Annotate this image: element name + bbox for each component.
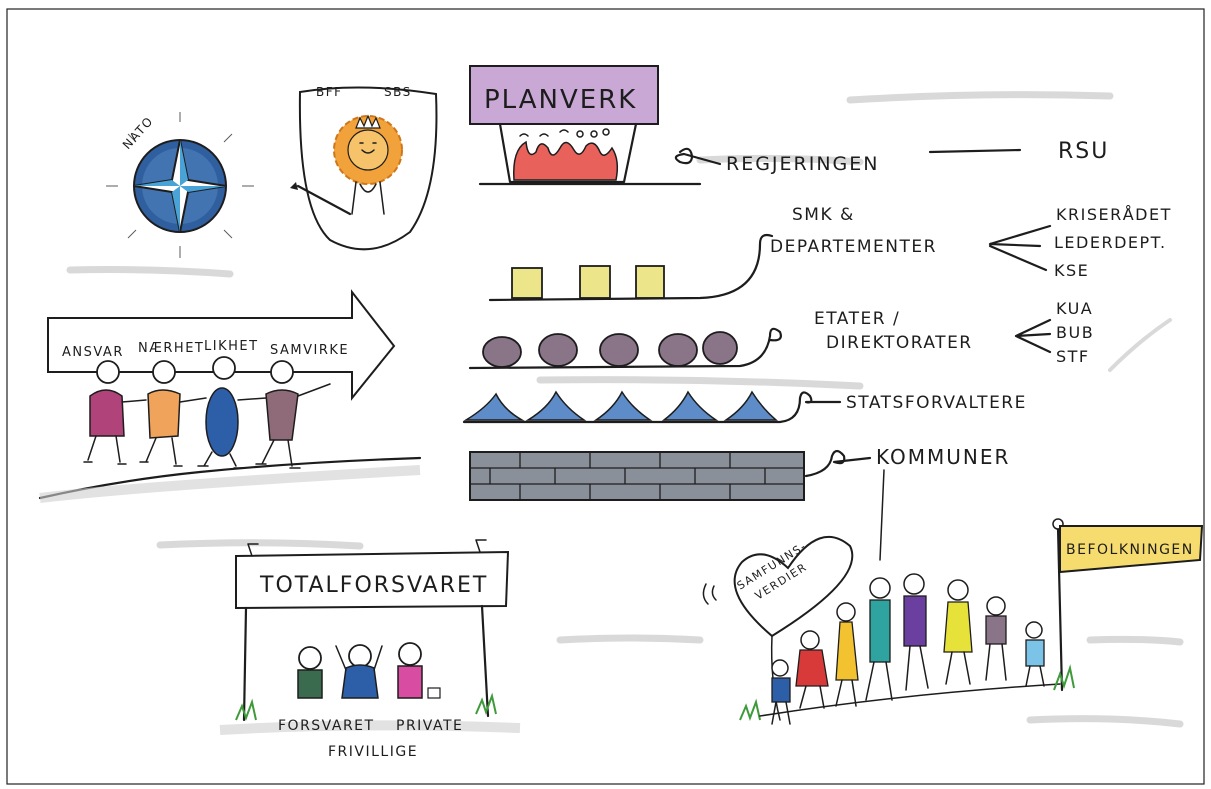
- flag-label: BEFOLKNINGEN: [1066, 542, 1194, 558]
- principle-3: LIKHET: [204, 339, 259, 354]
- etater-branch-1: KUA: [1056, 299, 1093, 318]
- planverk-title: PLANVERK: [484, 85, 637, 115]
- nato-emblem: [106, 112, 254, 258]
- connector-etater-branches: [1014, 318, 1052, 354]
- connector-smk-branches: [988, 224, 1052, 272]
- label-smk-line1: SMK &: [792, 205, 855, 225]
- label-etater-line2: DIREKTORATER: [826, 333, 973, 353]
- shield-left-label: BFF: [316, 85, 343, 99]
- label-smk-line2: DEPARTEMENTER: [770, 237, 937, 257]
- totalforsvaret-title: TOTALFORSVARET: [259, 573, 488, 598]
- population-figures: [739, 573, 1061, 725]
- member-private: PRIVATE: [396, 718, 463, 734]
- shield-with-lion: [290, 86, 438, 251]
- samfunnsverdier-heart: [702, 536, 854, 721]
- kommuner-wall: [469, 449, 872, 501]
- label-etater-line1: ETATER /: [814, 309, 900, 329]
- planverk-banner: [469, 65, 659, 125]
- departments-row: [488, 233, 774, 302]
- principles-arrow: [38, 289, 422, 503]
- smk-branch-3: KSE: [1054, 261, 1089, 280]
- principle-4: SAMVIRKE: [270, 343, 349, 358]
- principle-figures: [83, 356, 331, 469]
- label-regjeringen: REGJERINGEN: [726, 153, 880, 175]
- connector-regjeringen: [674, 147, 722, 166]
- directorates-row: [468, 327, 782, 370]
- statsforvaltere-row: [462, 390, 842, 424]
- befolkningen-flag: [1052, 518, 1204, 692]
- member-forsvaret: FORSVARET: [278, 718, 375, 734]
- label-statsforvaltere: STATSFORVALTERE: [846, 393, 1027, 413]
- label-rsu: RSU: [1058, 139, 1109, 164]
- fire-illustration: [478, 122, 702, 186]
- connector-rsu: [928, 148, 1022, 154]
- connector-kommuner-down: [879, 469, 885, 561]
- shield-right-label: SBS: [384, 85, 412, 99]
- background-shadow-strokes: [66, 91, 1184, 728]
- lion-icon: [333, 114, 403, 215]
- member-frivillige: FRIVILLIGE: [328, 744, 418, 760]
- principle-1: ANSVAR: [62, 345, 124, 360]
- totalforsvaret-figures: [297, 642, 441, 699]
- etater-branch-2: BUB: [1056, 323, 1094, 342]
- etater-branch-3: STF: [1056, 347, 1090, 366]
- label-kommuner: KOMMUNER: [876, 445, 1010, 469]
- principle-2: NÆRHET: [138, 341, 204, 356]
- totalforsvaret-sign: [219, 539, 521, 735]
- frame-border: [6, 8, 1205, 785]
- nato-label: NATO: [120, 114, 157, 152]
- smk-branch-1: KRISERÅDET: [1056, 205, 1172, 224]
- smk-branch-2: LEDERDEPT.: [1054, 233, 1167, 252]
